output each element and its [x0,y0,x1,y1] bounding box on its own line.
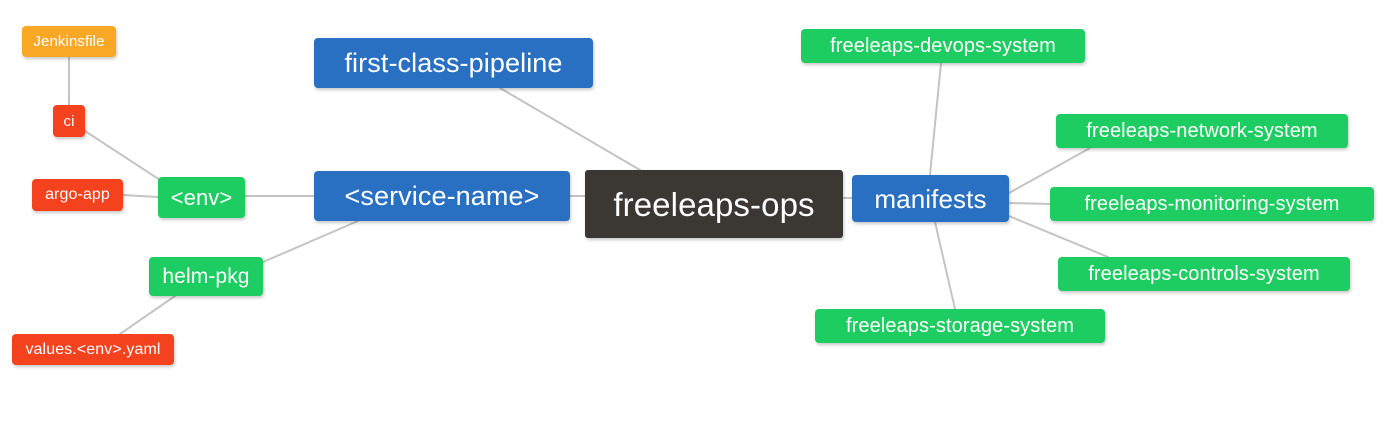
edge-service-name-to-helm-pkg [262,220,359,263]
edge-manifests-to-freeleaps-storage-system [934,221,956,310]
node-env[interactable]: <env> [158,177,245,218]
edge-helm-pkg-to-values-yaml [119,295,176,335]
node-jenkinsfile[interactable]: Jenkinsfile [22,26,116,57]
node-freeleaps-devops-system[interactable]: freeleaps-devops-system [801,29,1085,63]
edge-ci-to-env [84,130,161,181]
edge-argo-app-to-env [122,194,159,198]
node-freeleaps-monitoring-system[interactable]: freeleaps-monitoring-system [1050,187,1374,221]
node-values-yaml[interactable]: values.<env>.yaml [12,334,174,365]
node-argo-app[interactable]: argo-app [32,179,123,211]
node-ci[interactable]: ci [53,105,85,137]
node-freeleaps-storage-system[interactable]: freeleaps-storage-system [815,309,1105,343]
edge-manifests-to-freeleaps-controls-system [1008,215,1109,258]
node-helm-pkg[interactable]: helm-pkg [149,257,263,296]
node-first-class-pipeline[interactable]: first-class-pipeline [314,38,593,88]
edge-manifests-to-freeleaps-monitoring-system [1008,202,1051,205]
node-freeleaps-network-system[interactable]: freeleaps-network-system [1056,114,1348,148]
node-service-name[interactable]: <service-name> [314,171,570,221]
edge-first-class-pipeline-to-freeleaps-ops [499,87,641,171]
edge-manifests-to-freeleaps-devops-system [929,62,942,176]
node-freeleaps-ops[interactable]: freeleaps-ops [585,170,843,238]
node-manifests[interactable]: manifests [852,175,1009,222]
node-freeleaps-controls-system[interactable]: freeleaps-controls-system [1058,257,1350,291]
